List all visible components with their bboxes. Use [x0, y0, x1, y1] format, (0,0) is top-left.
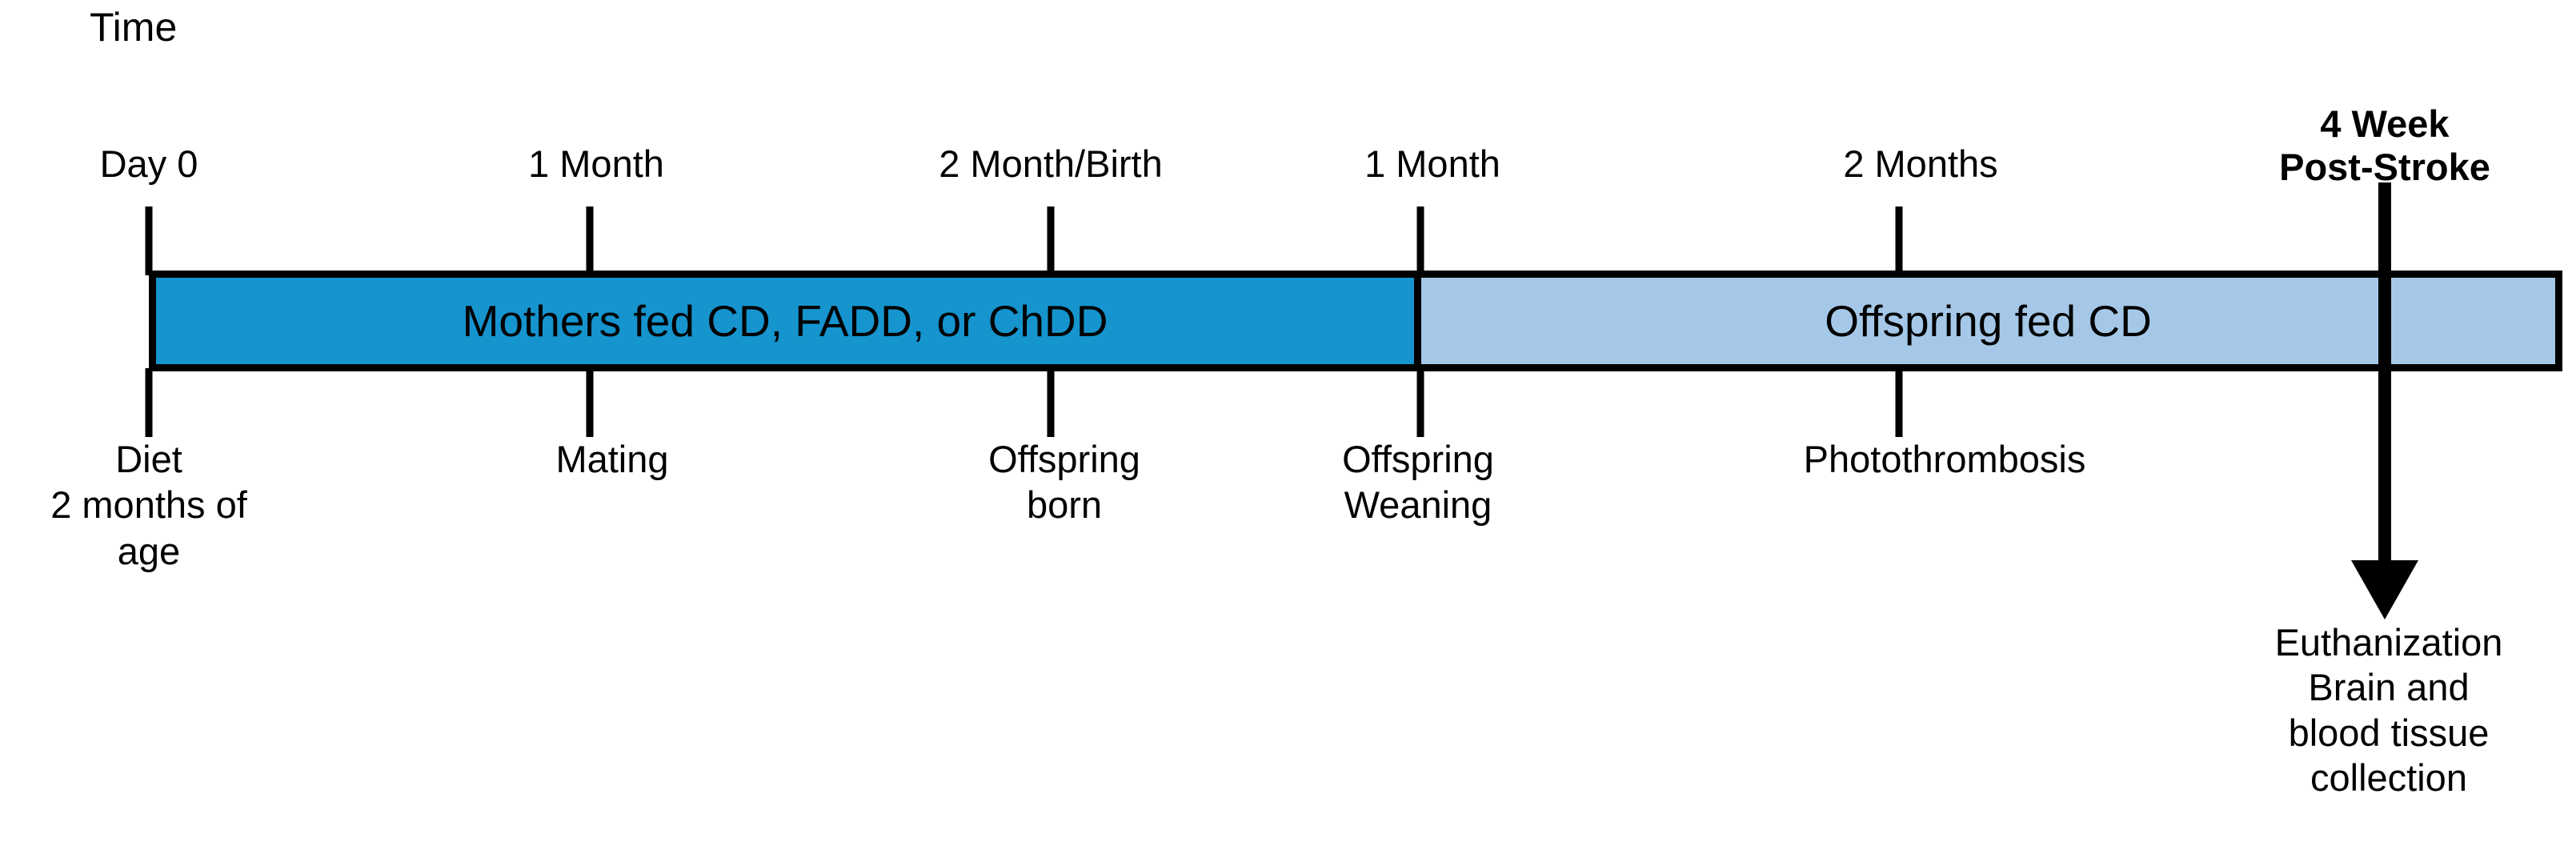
top-label-1-month-weaning: 1 Month — [1364, 142, 1500, 185]
bottom-label-diet: Diet 2 months of age — [50, 438, 247, 572]
tick-down-offspring-born — [1047, 368, 1055, 437]
top-label-2-month-birth: 2 Month/Birth — [939, 142, 1163, 185]
time-axis-label: Time — [90, 5, 178, 50]
tick-up-day-0 — [145, 206, 153, 275]
tick-down-offspring-weaning — [1416, 368, 1424, 437]
bar-segment-mothers-diet: Mothers fed CD, FADD, or ChDD — [156, 278, 1421, 364]
top-label-day-0: Day 0 — [99, 142, 198, 185]
tick-down-diet — [145, 368, 153, 437]
euthanization-arrow-head — [2351, 560, 2418, 619]
euthanization-arrow-shaft — [2378, 182, 2391, 583]
top-label-1-month-mating: 1 Month — [528, 142, 664, 185]
tick-up-mating — [586, 206, 594, 275]
bottom-label-photothrombosis: Photothrombosis — [1803, 438, 2086, 480]
endpoint-label-euthanization: Euthanization Brain and blood tissue col… — [2274, 621, 2503, 800]
top-label-2-months-photothrombosis: 2 Months — [1843, 142, 1998, 185]
tick-down-mating — [586, 368, 594, 437]
top-label-4-week-post-stroke: 4 Week Post-Stroke — [2279, 102, 2490, 188]
timeline-bar: Mothers fed CD, FADD, or ChDD Offspring … — [149, 271, 2562, 371]
tick-up-photothrombosis — [1895, 206, 1903, 275]
tick-up-weaning — [1416, 206, 1424, 275]
bottom-label-offspring-weaning: Offspring Weaning — [1342, 438, 1494, 527]
bottom-label-offspring-born: Offspring born — [988, 438, 1140, 527]
bar-segment-offspring-diet: Offspring fed CD — [1421, 278, 2555, 364]
bottom-label-mating: Mating — [555, 438, 669, 480]
tick-down-photothrombosis — [1895, 368, 1903, 437]
tick-up-birth — [1047, 206, 1055, 275]
